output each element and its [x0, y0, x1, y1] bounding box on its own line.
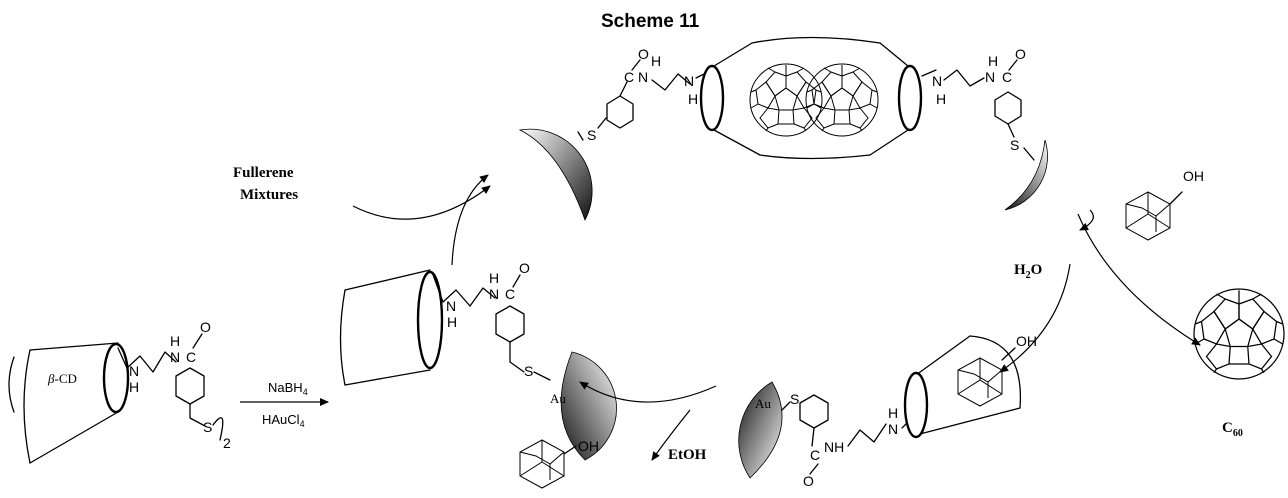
amine-n-3: N — [684, 73, 694, 89]
hydroxyl-top: OH — [1183, 168, 1204, 184]
reagent-nabh4: NaBH4 — [268, 380, 308, 397]
adamantanol-bottom — [519, 439, 565, 489]
hydroxyl-bottom: OH — [578, 438, 599, 454]
sulfur-1: S — [203, 419, 212, 435]
sulfur-2: S — [524, 363, 533, 379]
carbonyl-o-4: O — [1015, 46, 1026, 62]
sulfur-3: S — [587, 127, 596, 143]
amine-n-1: N — [129, 363, 139, 379]
fullerene-label-2: Mixtures — [240, 187, 298, 203]
release-arrow — [1077, 213, 1201, 346]
amide-h-3: H — [651, 53, 661, 69]
au-label-2: Au — [755, 396, 771, 411]
beta-cd-label: β-CD — [47, 371, 77, 386]
reagent-haucl4: HAuCl4 — [262, 412, 305, 429]
amine-n-4: N — [932, 73, 942, 89]
carbonyl-o-3: O — [638, 46, 649, 62]
adamantanol-top — [1125, 191, 1171, 241]
sulfur-5: S — [790, 391, 799, 407]
scheme-title: Scheme 11 — [601, 11, 700, 32]
fullerene-inclusion-complex: S C O N H N H N H N H C O S — [518, 36, 1048, 221]
cycle-arrow-up — [451, 174, 489, 266]
etoh-label: EtOH — [668, 447, 707, 463]
au-label-1: Au — [550, 391, 566, 406]
amide-c-2: C — [505, 286, 515, 302]
fullerene-label-1: Fullerene — [233, 165, 294, 181]
amine-n-5: N — [888, 421, 898, 437]
amide-n-4: N — [985, 69, 995, 85]
amide-n-2: N — [489, 286, 499, 302]
carbonyl-o-2: O — [519, 260, 530, 276]
hydroxyl-inclusion: OH — [1016, 333, 1037, 349]
beta-cd-disulfide: β-CD N H N H C O S 2 — [8, 319, 231, 464]
amide-h-1: H — [170, 333, 180, 349]
cd-au-conjugate: N H N H C O S Au — [339, 260, 617, 461]
amide-n-3: N — [638, 69, 648, 85]
amine-h-3: H — [688, 91, 698, 107]
c60-fullerene — [1193, 288, 1285, 380]
c60-label: C60 — [1222, 420, 1243, 439]
amine-h-1: H — [129, 379, 139, 395]
water-label: H2O — [1014, 262, 1042, 281]
disulfide-subscript: 2 — [223, 435, 231, 451]
gold-nanoparticle-1 — [560, 351, 617, 461]
adamantanol-inclusion-complex: Au S C O NH H N OH — [738, 333, 1037, 489]
carbonyl-o-5: O — [803, 473, 814, 489]
amide-h-4: H — [988, 53, 998, 69]
carbonyl-o-1: O — [200, 319, 211, 335]
gold-nanoparticle-3 — [1004, 139, 1048, 211]
amine-h-2: H — [447, 314, 457, 330]
amine-n-2: N — [446, 298, 456, 314]
amide-c-4: C — [1002, 69, 1012, 85]
inclusion-arrow — [999, 263, 1071, 373]
etoh-release-arrow — [651, 409, 691, 461]
fullerene-arrow — [352, 185, 491, 220]
amine-h-5: H — [888, 405, 898, 421]
amide-c-3: C — [624, 69, 634, 85]
sulfur-4: S — [1010, 137, 1019, 153]
etoh-arrow-curve — [579, 381, 717, 403]
gold-nanoparticle-2 — [518, 128, 593, 221]
amide-c-1: C — [186, 349, 196, 365]
amine-h-4: H — [936, 91, 946, 107]
displacement-arrow — [1079, 209, 1094, 231]
amide-h-2: H — [489, 270, 499, 286]
amide-nh-5: NH — [824, 439, 844, 455]
gold-nanoparticle-4 — [738, 381, 783, 479]
amide-n-1: N — [170, 349, 180, 365]
amide-c-5: C — [810, 447, 820, 463]
